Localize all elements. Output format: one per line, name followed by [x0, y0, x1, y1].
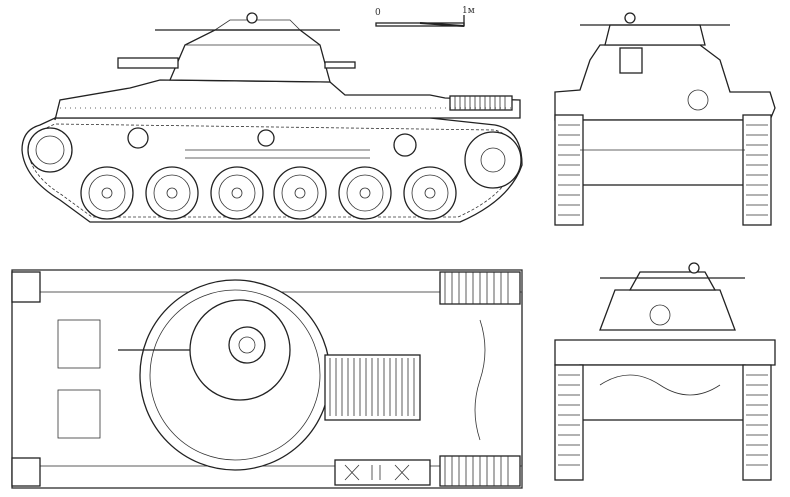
road-wheels	[80, 166, 457, 220]
scale-end-label: 1м	[462, 6, 475, 16]
scale-bar	[375, 15, 465, 27]
front-view	[554, 12, 776, 226]
rear-view	[554, 262, 776, 481]
scale-start-label: 0	[375, 8, 381, 18]
side-view	[21, 12, 523, 223]
top-view	[11, 269, 523, 489]
